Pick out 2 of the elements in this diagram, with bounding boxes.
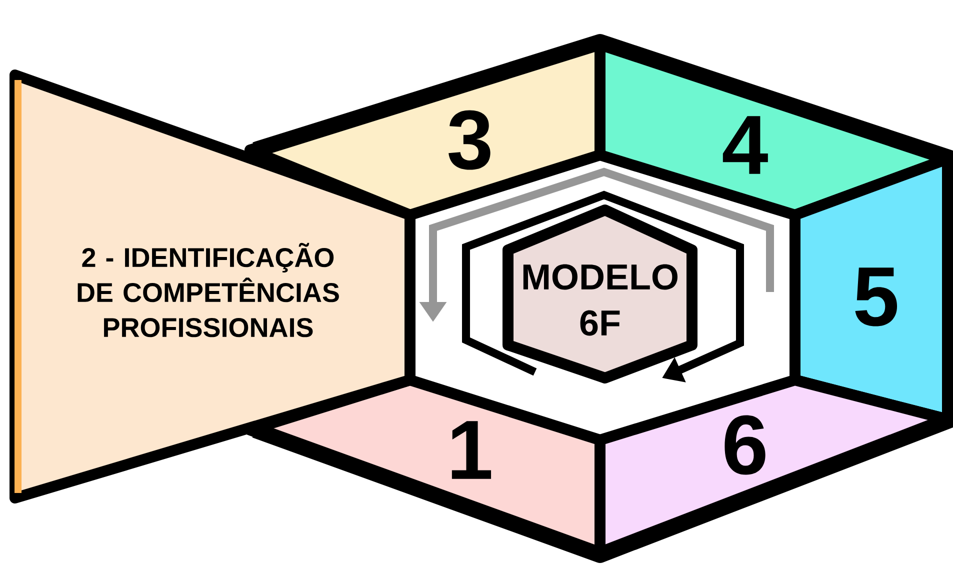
trapezoid-segment: 2 - IDENTIFICAÇÃO DE COMPETÊNCIAS PROFISSIONAIS [10, 70, 416, 504]
center-hexagon: MODELO 6F [502, 204, 698, 384]
